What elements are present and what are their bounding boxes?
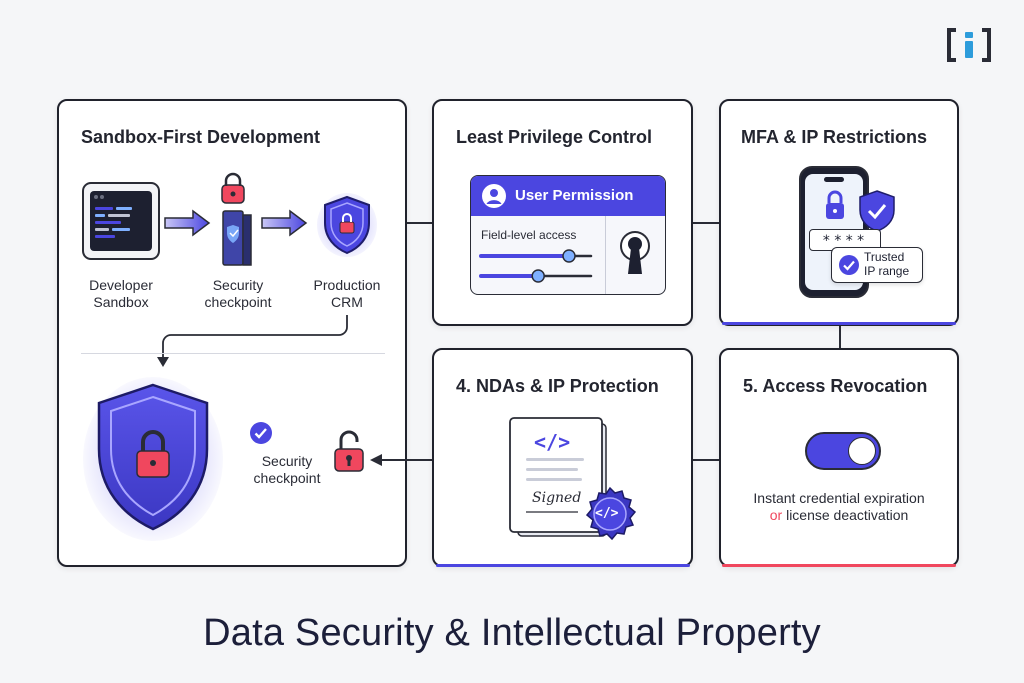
connector-line <box>407 222 433 224</box>
arrow-left-connector <box>370 454 434 466</box>
user-avatar-icon <box>482 184 506 208</box>
accent-bar <box>722 322 956 325</box>
card-title: 4. NDAs & IP Protection <box>456 376 659 396</box>
large-shield-lock-icon <box>83 377 223 541</box>
trusted-ip-badge: Trusted IP range <box>831 247 923 283</box>
access-sliders <box>479 249 593 283</box>
code-symbol: </> <box>534 430 571 454</box>
or-text: or <box>769 507 783 523</box>
info-logo-icon <box>947 28 991 62</box>
card-least-privilege: Least Privilege Control User Permission … <box>432 99 693 326</box>
pin-mask: **** <box>822 233 868 249</box>
connector-line <box>692 459 720 461</box>
accent-bar <box>722 564 956 567</box>
revocation-toggle[interactable] <box>805 432 881 470</box>
toggle-knob <box>848 437 876 465</box>
panel-separator <box>605 216 606 294</box>
signature-text: Signed <box>532 490 582 506</box>
open-padlock-icon <box>334 430 364 472</box>
panel-header-label: User Permission <box>515 187 634 204</box>
check-circle-icon <box>250 422 272 444</box>
seal-code-symbol: </> <box>595 506 619 521</box>
permission-panel: User Permission Field-level access <box>470 175 666 295</box>
divider <box>81 353 385 354</box>
card-access-revocation: 5. Access Revocation Instant credential … <box>719 348 959 567</box>
revocation-text: Instant credential expiration or license… <box>753 490 925 523</box>
accent-bar <box>436 564 690 567</box>
document-icon <box>509 417 607 537</box>
security-checkpoint-label: Security checkpoint <box>253 453 321 486</box>
card-mfa-ip: MFA & IP Restrictions **** Trusted IP ra… <box>719 99 959 326</box>
permission-panel-header: User Permission <box>471 176 665 216</box>
slider-handle[interactable] <box>531 269 545 283</box>
connector-line <box>839 325 841 349</box>
step-label-security-checkpoint: Security checkpoint <box>204 277 272 310</box>
security-gate-icon <box>221 172 252 266</box>
card-title: Least Privilege Control <box>456 127 653 147</box>
arrow-right-icon <box>261 209 308 237</box>
card-nda-ip: 4. NDAs & IP Protection </> Signed </> <box>432 348 693 567</box>
step-label-developer-sandbox: Developer Sandbox <box>89 277 153 310</box>
card-sandbox-first: Sandbox-First Development Developer Sand… <box>57 99 407 567</box>
slider-handle[interactable] <box>562 249 576 263</box>
page-title: Data Security & Intellectual Property <box>203 612 821 654</box>
check-circle-icon <box>839 255 859 275</box>
trusted-ip-text: Trusted IP range <box>864 250 910 278</box>
keyhole-icon <box>620 231 650 274</box>
shield-check-icon <box>859 190 895 232</box>
code-window-icon <box>82 182 160 260</box>
card-title: MFA & IP Restrictions <box>741 127 928 147</box>
connector-line <box>692 222 720 224</box>
card-title: 5. Access Revocation <box>743 376 928 396</box>
card-title: Sandbox-First Development <box>81 127 321 147</box>
flow-arrow-icon <box>157 315 348 367</box>
field-level-label: Field-level access <box>481 228 577 242</box>
seal-badge-icon <box>585 486 637 541</box>
shield-lock-icon <box>317 193 377 257</box>
arrow-right-icon <box>164 209 211 237</box>
step-label-production-crm: Production CRM <box>313 277 381 310</box>
